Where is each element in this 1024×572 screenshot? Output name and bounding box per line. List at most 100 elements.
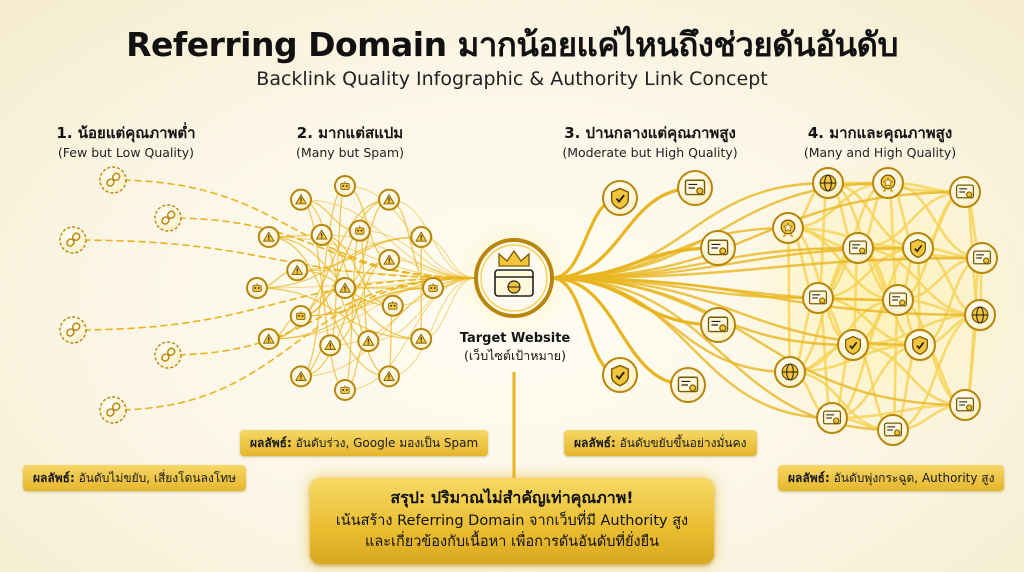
quality-node (700, 307, 736, 343)
section-2-title: 2. มากแต่สแปม (296, 124, 404, 142)
low-quality-node (154, 341, 182, 369)
result-2-label: ผลลัพธ์: (250, 436, 292, 450)
spam-node (310, 223, 333, 246)
spam-node (289, 304, 312, 327)
page-subtitle: Backlink Quality Infographic & Authority… (256, 68, 768, 90)
result-badge-2: ผลลัพธ์: อันดับร่วง, Google มองเป็น Spam (240, 430, 489, 456)
spam-link-line (388, 259, 477, 279)
authority-link-line (550, 276, 834, 420)
section-1-title: 1. น้อยแต่คุณภาพต่ำ (56, 124, 196, 142)
spam-link-line (300, 259, 390, 377)
section-2-heading: 2. มากแต่สแปม (Many but Spam) (230, 124, 470, 162)
authority-node (964, 299, 996, 331)
certificate-icon (955, 184, 975, 199)
quality-node (677, 170, 713, 206)
quality-link-line (550, 186, 697, 280)
result-2-text: อันดับร่วง, Google มองเป็น Spam (291, 436, 479, 450)
section-3-subtitle: (Moderate but High Quality) (562, 145, 738, 160)
certificate-icon (955, 397, 975, 412)
spam-link-line (344, 277, 477, 289)
quality-node (700, 230, 736, 266)
authority-node (902, 232, 934, 264)
low-quality-link-line (72, 277, 477, 331)
spam-node (319, 334, 342, 357)
authority-node (812, 167, 844, 199)
result-badge-1: ผลลัพธ์: อันดับไม่ขยับ, เสี่ยงโดนลงโทษ (23, 465, 247, 491)
certificate-icon (848, 240, 868, 255)
spam-node (378, 249, 401, 272)
certificate-icon (822, 410, 842, 425)
quality-node (602, 180, 638, 216)
target-title: Target Website (459, 331, 571, 346)
spam-link-line (388, 199, 477, 279)
low-quality-node (99, 166, 127, 194)
authority-node (904, 329, 936, 361)
quality-node (602, 357, 638, 393)
spam-node (257, 226, 280, 248)
certificate-icon (677, 376, 699, 393)
authority-node (966, 242, 998, 274)
authority-node (772, 212, 804, 244)
target-website-node (474, 238, 554, 318)
authority-link-line (550, 276, 967, 407)
certificate-icon (781, 363, 799, 381)
low-quality-node (99, 396, 127, 424)
shield-check-icon (909, 238, 927, 259)
spam-link-line (296, 236, 422, 271)
summary-box: สรุป: ปริมาณไม่สำคัญเท่าคุณภาพ! เน้นสร้า… (310, 478, 714, 564)
certificate-icon (707, 239, 729, 256)
spam-node (334, 379, 356, 401)
section-1-subtitle: (Few but Low Quality) (57, 145, 195, 160)
low-quality-node (59, 226, 87, 254)
authority-link-line (550, 226, 790, 280)
result-1-label: ผลลัพธ์: (33, 471, 75, 485)
spam-link-line (388, 277, 477, 377)
target-subtitle: (เว็บไซต์เป้าหมาย) (464, 348, 566, 363)
page-title: Referring Domain มากน้อยแค่ไหนถึงช่วยดัน… (126, 25, 898, 64)
result-4-label: ผลลัพธ์: (788, 471, 830, 485)
result-badge-3: ผลลัพธ์: อันดับขยับขึ้นอย่างมั่นคง (564, 430, 757, 456)
spam-link-line (296, 269, 477, 279)
spam-node (246, 277, 268, 299)
low-quality-node (59, 316, 87, 344)
certificate-icon (971, 306, 989, 324)
authority-node (872, 167, 904, 199)
spam-link-line (268, 236, 477, 279)
authority-node (882, 284, 914, 316)
low-quality-node (154, 204, 182, 232)
spam-link-line (344, 185, 477, 279)
spam-node (378, 365, 400, 388)
summary-line-1: เน้นสร้าง Referring Domain จากเว็บที่มี … (335, 513, 689, 529)
section-3-title: 3. ปานกลางแต่คุณภาพสูง (564, 124, 736, 142)
link-nodes (59, 166, 998, 446)
certificate-icon (972, 250, 992, 265)
authority-node (802, 282, 834, 314)
shield-check-icon (911, 335, 929, 356)
section-2-subtitle: (Many but Spam) (296, 145, 404, 160)
spam-node (334, 175, 356, 197)
authority-node (877, 414, 909, 446)
spam-link-line (359, 230, 477, 279)
section-4-title: 4. มากและคุณภาพสูง (807, 124, 953, 142)
spam-node (334, 277, 356, 299)
shield-check-icon (610, 364, 630, 387)
spam-node (410, 328, 433, 350)
certificate-icon (707, 316, 729, 333)
low-quality-link-line (112, 179, 477, 279)
quality-link-line (550, 276, 690, 387)
target-label: Target Website (เว็บไซต์เป้าหมาย) (440, 330, 590, 364)
result-4-text: อันดับพุ่งกระฉูด, Authority สูง (829, 471, 995, 485)
spam-node (348, 219, 371, 242)
low-quality-link-line (72, 239, 477, 279)
result-3-label: ผลลัพธ์: (574, 436, 616, 450)
spam-link-line (300, 199, 369, 342)
spam-node (257, 328, 280, 350)
quality-node (670, 367, 706, 403)
crown-icon (498, 249, 530, 267)
shield-check-icon (610, 187, 630, 210)
certificate-icon (883, 422, 903, 437)
summary-title: สรุป: ปริมาณไม่สำคัญเท่าคุณภาพ! (390, 488, 634, 507)
spam-node (422, 277, 444, 299)
spam-node (357, 330, 380, 353)
